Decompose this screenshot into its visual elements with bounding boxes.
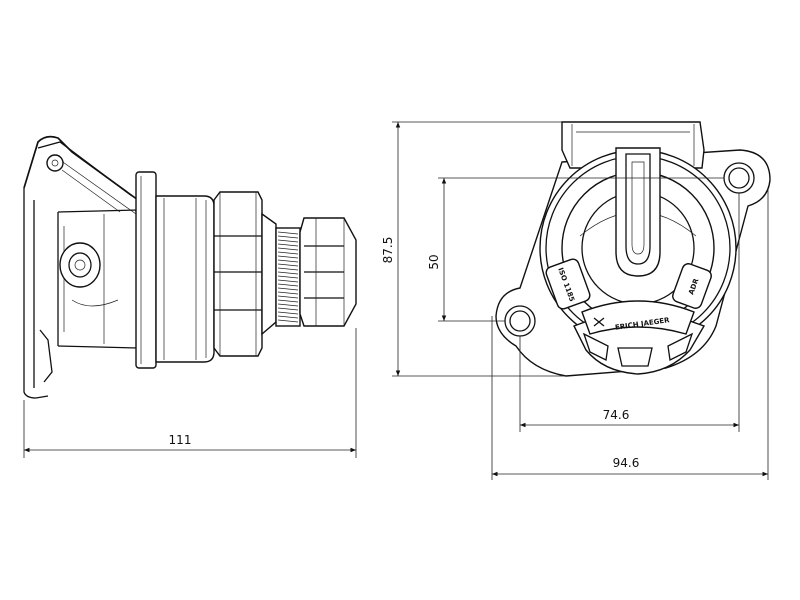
dimension-overall-length: 111	[23, 328, 357, 458]
dimension-label-74-6: 74.6	[603, 408, 630, 422]
dimension-overall-height: 87.5	[381, 121, 566, 377]
dimension-hole-spacing-horizontal: 74.6	[519, 193, 740, 432]
thread-line	[277, 311, 299, 315]
thread-line	[277, 275, 299, 279]
thread-line	[277, 235, 299, 239]
thread	[275, 227, 301, 327]
thread-line	[277, 255, 299, 259]
side-view-body	[57, 209, 139, 349]
mounting-flange	[135, 171, 157, 369]
thread-line	[277, 231, 299, 235]
dimension-label-50: 50	[427, 254, 441, 269]
thread-line	[277, 243, 299, 247]
thread-line	[277, 307, 299, 311]
hex-nut	[213, 191, 263, 357]
thread-line	[277, 315, 299, 319]
dimension-flange-width: 94.6	[491, 190, 769, 480]
label-plate-right: ADR	[672, 263, 712, 309]
label-plate-left: ISO 1185	[545, 258, 591, 310]
key-slot	[615, 147, 661, 277]
thread-line	[277, 251, 299, 255]
neck	[261, 212, 277, 336]
thread-line	[277, 287, 299, 291]
thread-line	[277, 303, 299, 307]
thread-line	[277, 283, 299, 287]
lid-hinge-pin	[46, 154, 64, 172]
thread-line	[277, 247, 299, 251]
brand-plate: ERICH JAEGER	[581, 300, 695, 335]
cable-gland	[299, 217, 357, 327]
thread-line	[277, 299, 299, 303]
side-view-lid	[23, 135, 139, 399]
thread-line	[277, 239, 299, 243]
thread-line	[277, 267, 299, 271]
mounting-eye	[59, 242, 101, 288]
thread-line	[277, 295, 299, 299]
dimension-label-87-5: 87.5	[381, 237, 395, 264]
barrel	[155, 195, 215, 363]
thread-line	[277, 319, 299, 323]
thread-line	[277, 259, 299, 263]
thread-line	[277, 271, 299, 275]
thread-line	[277, 279, 299, 283]
front-view: ISO 1185 ADR ERICH JAEGER 87.5 50	[381, 121, 771, 480]
side-view: 111	[23, 135, 357, 458]
dimension-label-111: 111	[169, 433, 192, 447]
dimension-label-94-6: 94.6	[613, 456, 640, 470]
dimension-hole-spacing-vertical: 50	[427, 177, 724, 322]
thread-line	[277, 291, 299, 295]
thread-line	[277, 263, 299, 267]
